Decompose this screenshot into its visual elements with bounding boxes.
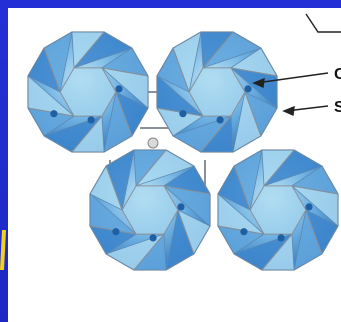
top-leader-line xyxy=(306,14,341,32)
framework-atom xyxy=(240,228,247,235)
framework-atom xyxy=(150,234,157,241)
framework-atom xyxy=(88,116,95,123)
central-cation xyxy=(148,138,158,148)
framework-atom xyxy=(278,234,285,241)
framework-atom xyxy=(217,116,224,123)
framework-atom xyxy=(244,85,251,92)
cage-cluster xyxy=(90,150,210,270)
accent-stripe xyxy=(0,230,6,270)
lower-label: S xyxy=(334,100,341,116)
cage-cluster xyxy=(218,150,338,270)
framework-atom xyxy=(112,228,119,235)
framework-atom xyxy=(305,203,312,210)
upper-label: C xyxy=(334,67,341,83)
framework-atom xyxy=(177,203,184,210)
framework-atom xyxy=(179,110,186,117)
cage-cluster xyxy=(157,32,277,152)
framework-atom xyxy=(115,85,122,92)
framework-atom xyxy=(50,110,57,117)
lower-arrowhead xyxy=(284,107,294,115)
cage-cluster xyxy=(28,32,148,152)
